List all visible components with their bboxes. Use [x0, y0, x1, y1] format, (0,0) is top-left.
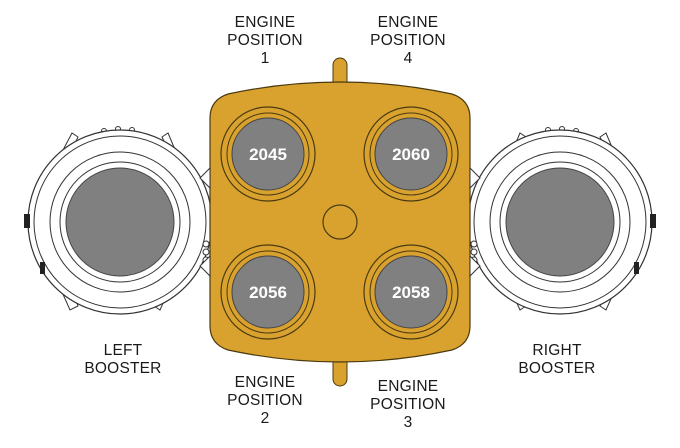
engine-position-1-label: ENGINE POSITION 1: [215, 14, 315, 68]
engine-3-number: 2058: [392, 283, 430, 302]
label-line: POSITION: [370, 396, 446, 413]
label-line: POSITION: [227, 32, 303, 49]
label-line: 4: [403, 50, 413, 67]
label-line: 1: [260, 50, 270, 67]
engine-3: 2058: [363, 244, 459, 340]
engine-4-number: 2060: [392, 145, 430, 164]
label-line: 2: [260, 410, 270, 427]
label-line: BOOSTER: [518, 360, 596, 377]
left-booster-label: LEFT BOOSTER: [68, 342, 178, 378]
engine-2: 2056: [220, 244, 316, 340]
label-line: LEFT: [103, 342, 143, 359]
left-booster-nozzle: [65, 167, 175, 277]
label-line: 3: [403, 414, 413, 431]
label-line: POSITION: [227, 392, 303, 409]
core-stage: [199, 57, 481, 387]
label-line: ENGINE: [377, 14, 439, 31]
engine-position-4-label: ENGINE POSITION 4: [358, 14, 458, 68]
label-line: ENGINE: [234, 374, 296, 391]
label-line: POSITION: [370, 32, 446, 49]
engine-4: 2060: [363, 106, 459, 202]
label-line: ENGINE: [377, 378, 439, 395]
label-line: ENGINE: [234, 14, 296, 31]
engine-position-3-label: ENGINE POSITION 3: [358, 378, 458, 432]
label-line: RIGHT: [532, 342, 582, 359]
engine-2-number: 2056: [249, 283, 287, 302]
engine-1-number: 2045: [249, 145, 287, 164]
right-booster-nozzle: [505, 167, 615, 277]
right-booster-label: RIGHT BOOSTER: [502, 342, 612, 378]
core-center-port: [322, 204, 358, 240]
label-line: BOOSTER: [84, 360, 162, 377]
engine-1: 2045: [220, 106, 316, 202]
engine-position-2-label: ENGINE POSITION 2: [215, 374, 315, 428]
